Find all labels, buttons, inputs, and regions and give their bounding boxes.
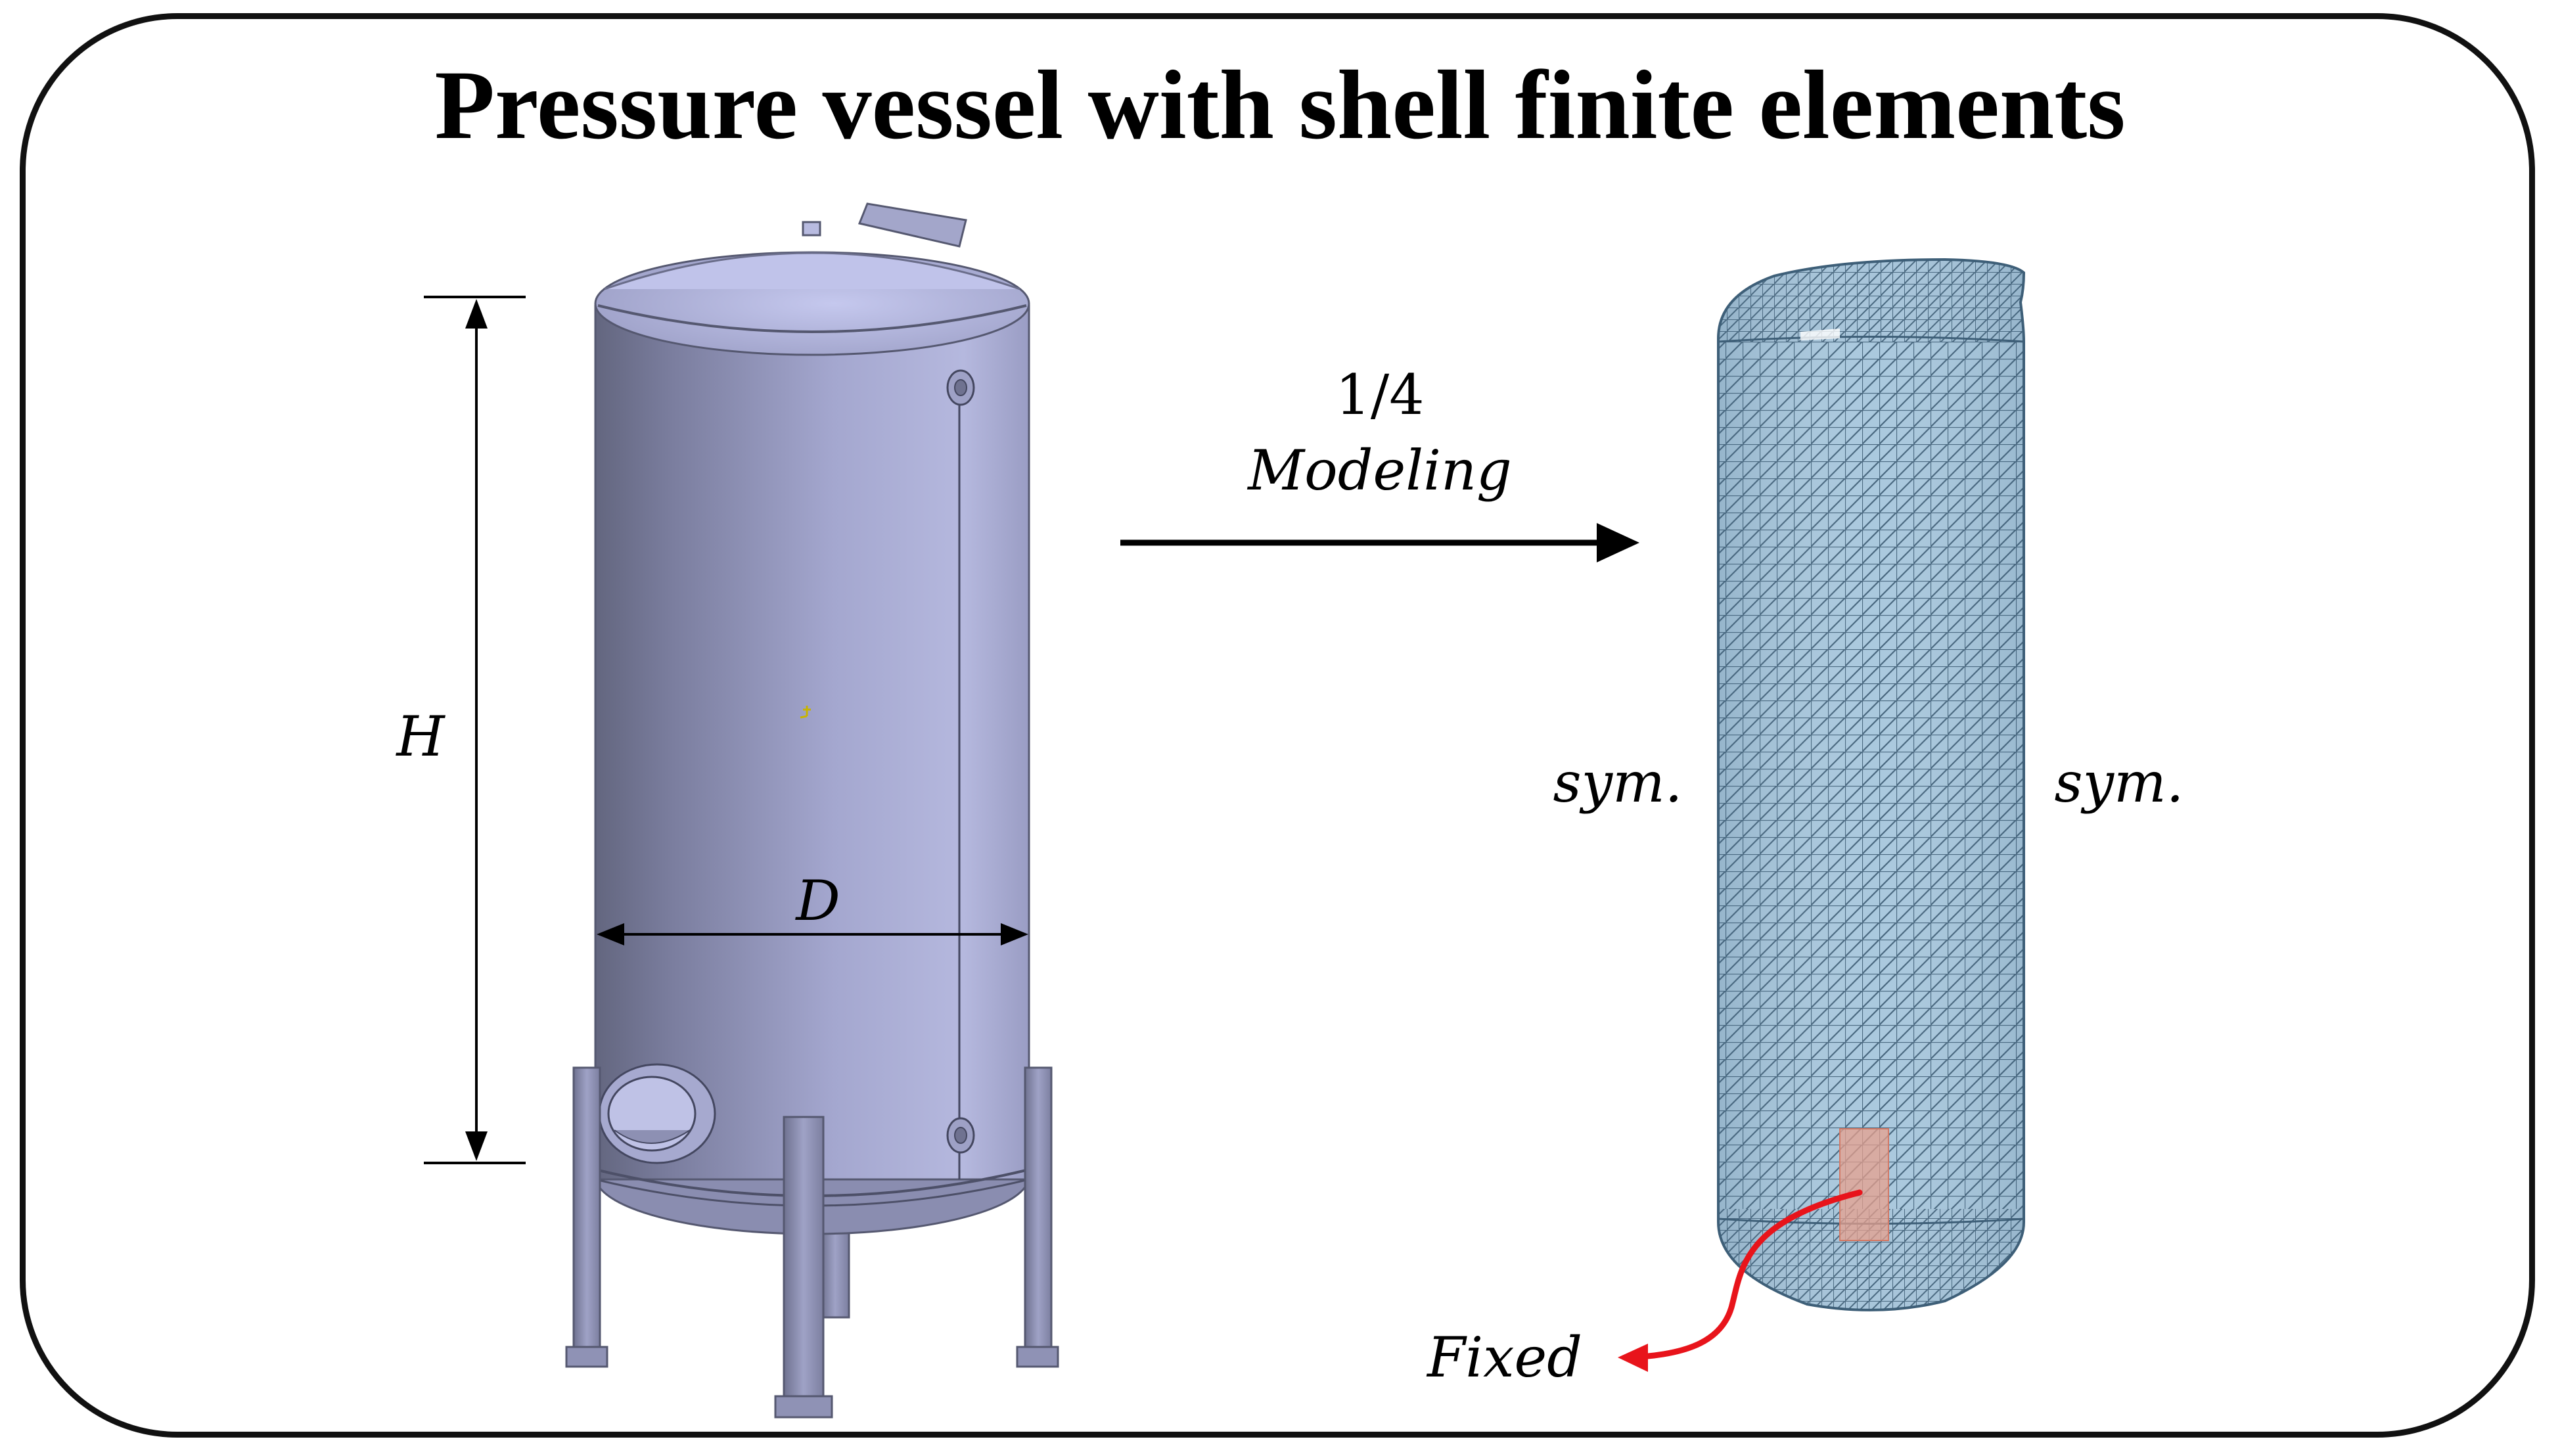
fixed-arrow [1618, 1189, 1863, 1372]
fraction-label: 1/4 [1335, 363, 1424, 427]
figure-title: Pressure vessel with shell finite elemen… [434, 51, 2126, 160]
sym-right-label: sym. [2055, 750, 2184, 815]
vessel-shell [594, 304, 1030, 1181]
coordinate-marker [800, 706, 811, 719]
vessel-cad [565, 202, 1059, 1419]
modeling-label: Modeling [1246, 438, 1512, 503]
dimension-d [597, 923, 1028, 945]
fixed-label: Fixed [1426, 1325, 1582, 1390]
rounded-frame [20, 13, 2535, 1438]
top-fitting [802, 221, 821, 237]
vessel-leg-front [774, 1116, 833, 1419]
fixed-region [1839, 1128, 1889, 1241]
vessel-leg-left [565, 1066, 608, 1368]
manhole-nozzle [598, 1063, 716, 1164]
sym-left-label: sym. [1553, 750, 1683, 815]
height-label: H [395, 704, 446, 769]
upper-side-port [946, 369, 975, 406]
mesh-model [1717, 258, 2026, 1311]
mesh-outline [1717, 258, 2026, 1311]
modeling-arrow [1120, 523, 1639, 562]
diameter-label: D [794, 869, 840, 933]
dimension-h [424, 296, 526, 1164]
lower-side-port [946, 1117, 975, 1154]
top-nozzle [857, 202, 967, 248]
vessel-leg-right [1016, 1066, 1059, 1368]
